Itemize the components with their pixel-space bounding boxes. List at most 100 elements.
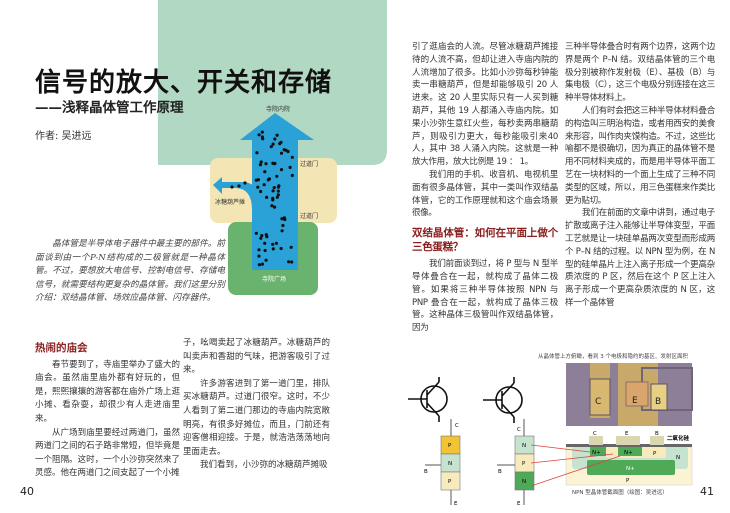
- paragraph: 我们在前面的文章中讲到，通过电子扩散或离子注入能够让半导体变型，平面工艺就是让一…: [565, 208, 715, 308]
- crowd-dot: [264, 233, 268, 237]
- crowd-dot: [230, 185, 234, 189]
- crowd-dot: [275, 195, 279, 199]
- crowd-dot: [259, 189, 263, 194]
- pin-e: E: [454, 501, 458, 507]
- crowd-dot: [269, 145, 273, 149]
- paragraph: 人们有时会把这三种半导体材料叠合的构造叫三明治构造，或者用西安的美食来形容，叫作…: [565, 105, 715, 206]
- crowd-dot: [275, 174, 279, 178]
- crowd-dot: [271, 242, 275, 246]
- crowd-dot: [272, 186, 276, 190]
- xs-oxide-label: 二氧化硅: [667, 434, 690, 442]
- xs-region: N+: [624, 450, 633, 456]
- npn-stack: N P N C B E: [497, 419, 535, 507]
- intro-paragraph: 晶体管是半导体电子器件中最主要的部件。前面谈到由一个P-N结构成的二极管就是一种…: [35, 239, 225, 304]
- crowd-dot: [263, 170, 267, 174]
- xs-region: N+: [626, 466, 635, 472]
- crowd-dot: [287, 260, 291, 264]
- crowd-dot: [279, 168, 284, 172]
- photo-label-c: C: [595, 397, 601, 407]
- page-number-left: 40: [20, 485, 34, 498]
- paragraph: 春节要到了，寺庙里举办了盛大的庙会。虽然庙里庙外都有好玩的，但是，熙熙攘攘的游客…: [35, 359, 180, 424]
- crowd-dot: [257, 133, 261, 137]
- crowd-dot: [260, 262, 265, 266]
- crowd-dot: [260, 234, 264, 238]
- xs-label-e: E: [625, 431, 629, 437]
- crowd-dot: [276, 193, 280, 197]
- crowd-dot: [290, 155, 294, 159]
- label-inner-court: 寺院内院: [266, 105, 290, 113]
- crowd-dot: [256, 185, 260, 189]
- npn-symbol: [483, 377, 523, 423]
- pnp-layer: N: [448, 461, 452, 467]
- xs-label-b: B: [655, 431, 659, 437]
- paragraph: 我们用的手机、收音机、电视机里面有很多晶体管，其中一类叫作双结晶体管，它的工作原…: [412, 169, 558, 219]
- xs-region: N: [676, 455, 680, 461]
- crowd-dot: [265, 195, 269, 199]
- crowd-dot: [273, 137, 277, 141]
- crowd-dot: [260, 135, 264, 139]
- crowd-dot: [271, 247, 275, 251]
- crowd-dot: [280, 229, 284, 233]
- paragraph: 我们看到，小沙弥的冰糖葫芦摊吸: [200, 460, 328, 471]
- xs-caption: NPN 型晶体管截面图（绘图：吴进远）: [572, 488, 668, 496]
- crowd-dot: [256, 178, 260, 182]
- photo-label-e: E: [632, 396, 638, 406]
- crowd-dot: [263, 248, 267, 253]
- pin-b: B: [424, 469, 428, 475]
- pin-c: C: [455, 423, 459, 429]
- die-photo: C E B: [566, 363, 693, 426]
- npn-layer: P: [522, 461, 526, 467]
- pnp-layer: P: [448, 443, 452, 449]
- crowd-dot: [270, 204, 274, 208]
- left-column-2: 子，吆喝卖起了冰糖葫芦。冰糖葫芦的叫卖声和香甜的气味，把游客吸引了过来。 许多游…: [183, 337, 330, 473]
- npn-layer: N: [522, 443, 526, 449]
- section-heading-temple-fair: 热闹的庙会: [35, 342, 88, 354]
- author: 作者: 吴进远: [35, 131, 92, 142]
- crowd-dot: [259, 236, 263, 240]
- crowd-dot: [254, 231, 258, 235]
- cross-section: C E B 二氧化硅 N+ N+ P N N+ P NPN 型晶体管截面图（绘图…: [565, 431, 693, 496]
- page-title: 信号的放大、开关和存储: [35, 68, 333, 98]
- crowd-dot: [260, 130, 264, 134]
- crowd-dot: [277, 184, 281, 188]
- crowd-dot: [290, 173, 294, 178]
- crowd-dot: [255, 151, 259, 155]
- crowd-dot: [257, 254, 261, 258]
- pin-c: C: [517, 427, 521, 433]
- label-candy-stall: 冰糖葫芦摊: [215, 198, 245, 206]
- pin-e: E: [517, 501, 521, 507]
- temple-flow-diagram: 寺院内院 过道门 过道门 冰糖葫芦摊 寺院广场: [158, 0, 387, 295]
- xs-region: N+: [592, 450, 601, 456]
- flow-arrow-branch: [213, 177, 258, 210]
- crowd-dot: [262, 183, 266, 187]
- crowd-dot: [284, 148, 288, 152]
- crowd-dot: [273, 205, 277, 209]
- pin-b: B: [498, 469, 502, 475]
- pnp-layer: P: [448, 479, 452, 485]
- page-subtitle: ——浅释晶体管工作原理: [35, 100, 184, 116]
- right-column-2: 三种半导体叠合时有两个边界，这两个边界是两个 P–N 结。双结晶体管的三个电极分…: [565, 41, 715, 310]
- crowd-dot: [290, 260, 294, 264]
- crowd-dot: [257, 263, 261, 267]
- label-gate-1: 过道门: [300, 160, 318, 168]
- pnp-symbol: [408, 377, 448, 422]
- crowd-dot: [237, 184, 241, 188]
- paragraph: 子，吆喝卖起了冰糖葫芦。冰糖葫芦的叫卖声和香甜的气味，把游客吸引了过来。: [183, 338, 330, 376]
- crowd-dot: [279, 246, 283, 251]
- crowd-dot: [279, 151, 284, 155]
- npn-layer: N: [522, 479, 526, 485]
- pnp-stack: P N P C B E: [424, 419, 461, 507]
- crowd-dot: [264, 258, 268, 262]
- paragraph: 引了逛庙会的人流。尽管冰糖葫芦摊接待的人流不高，但却让进入寺庙内院的人流增加了很…: [412, 42, 558, 168]
- xs-region: P: [653, 451, 657, 457]
- crowd-dot: [271, 196, 275, 200]
- paragraph: 许多游客进到了第一道门里，排队买冰糖葫芦。过道门很窄。这时，不少人看到了第二道门…: [183, 378, 330, 457]
- crowd-dot: [243, 181, 247, 185]
- photo-label-b: B: [655, 397, 661, 407]
- crowd-dot: [257, 248, 261, 252]
- crowd-dot: [259, 160, 263, 164]
- right-column-1: 引了逛庙会的人流。尽管冰糖葫芦摊接待的人流不高，但却让进入寺庙内院的人流增加了很…: [412, 41, 558, 335]
- crowd-dot: [280, 217, 284, 221]
- crowd-dot: [266, 178, 270, 182]
- left-column-1: 热闹的庙会 春节要到了，寺庙里举办了盛大的庙会。虽然庙里庙外都有好玩的，但是，熙…: [35, 342, 180, 481]
